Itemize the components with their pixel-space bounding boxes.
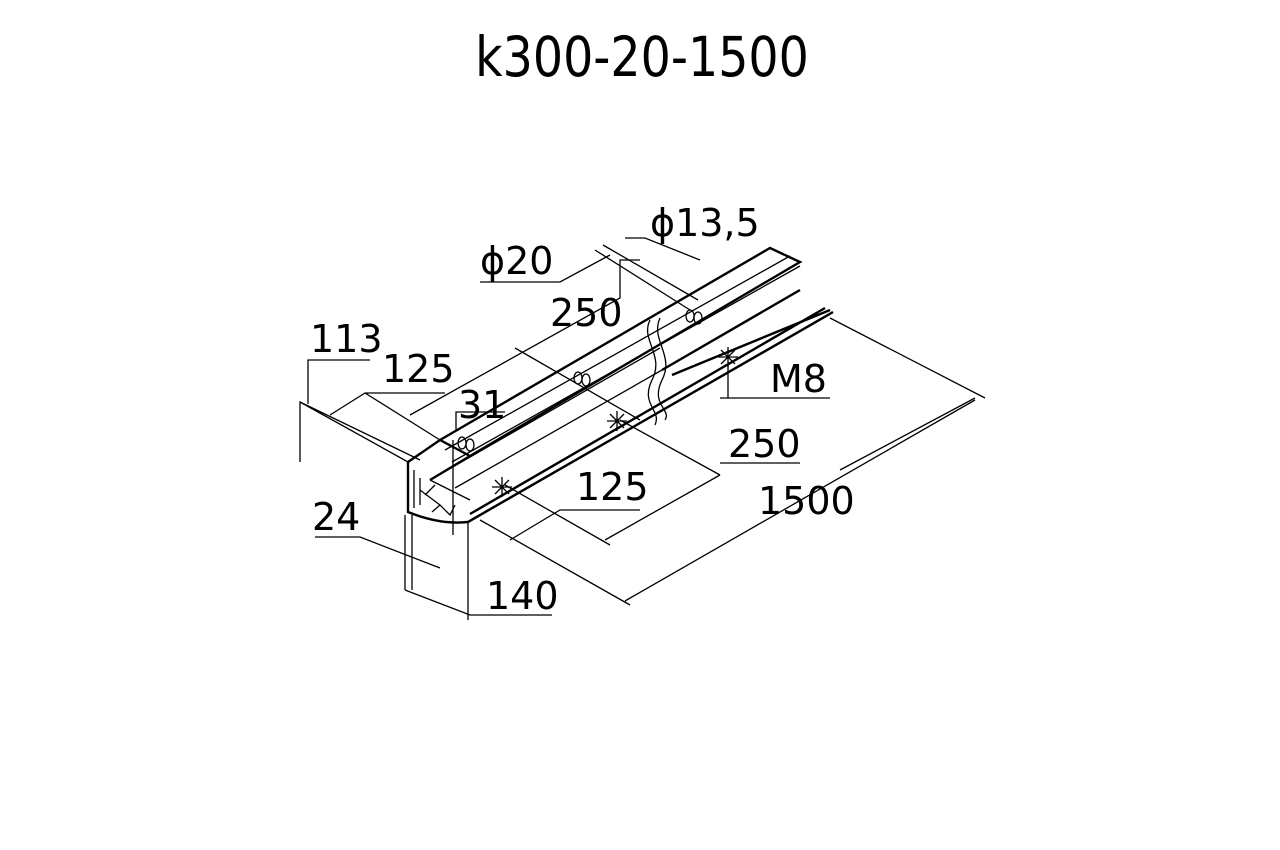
dim-bottom-125: 125 bbox=[576, 465, 649, 509]
drawing-title: k300-20-1500 bbox=[475, 26, 809, 90]
dim-bottom-250: 250 bbox=[728, 422, 801, 466]
dim-m8: M8 bbox=[770, 357, 827, 401]
dim-height-113: 113 bbox=[310, 317, 383, 361]
dim-diameter-13-5: ϕ13,5 bbox=[650, 201, 760, 245]
dim-diameter-20: ϕ20 bbox=[480, 239, 553, 283]
dim-width-140: 140 bbox=[486, 574, 559, 618]
dimension-lines bbox=[299, 237, 986, 620]
dim-length-1500: 1500 bbox=[758, 479, 855, 523]
dim-top-250: 250 bbox=[550, 291, 623, 335]
dim-31: 31 bbox=[458, 383, 506, 427]
profile-body bbox=[406, 246, 834, 524]
dim-24: 24 bbox=[312, 495, 360, 539]
dim-top-125: 125 bbox=[382, 347, 455, 391]
